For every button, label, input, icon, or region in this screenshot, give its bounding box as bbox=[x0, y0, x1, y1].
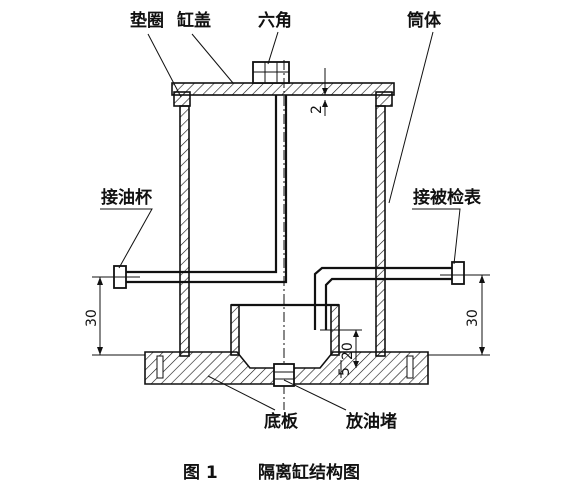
oil-cup-label: 接油杯 bbox=[101, 187, 152, 208]
gap-dimension bbox=[290, 68, 334, 116]
test-meter-label: 接被检表 bbox=[413, 187, 482, 208]
lid bbox=[171, 82, 395, 96]
inner-height-value: 20 bbox=[340, 342, 356, 360]
left-dimension bbox=[92, 276, 145, 356]
gasket-label: 垫圈 bbox=[130, 10, 164, 31]
oil-cup-pipe bbox=[124, 95, 288, 284]
lid-label: 缸盖 bbox=[177, 10, 211, 31]
hex-bolt bbox=[252, 61, 290, 84]
caption-number: 图 1 bbox=[183, 463, 218, 483]
left-height-value: 30 bbox=[84, 309, 100, 327]
gasket bbox=[173, 91, 393, 107]
barrel-label: 筒体 bbox=[407, 10, 442, 31]
drain-plug-label: 放油堵 bbox=[345, 411, 397, 432]
gap-value: 2 bbox=[309, 105, 325, 114]
base-plate-label: 底板 bbox=[264, 411, 299, 432]
right-outlet-fitting bbox=[451, 261, 465, 285]
small-value: 5 bbox=[337, 367, 353, 376]
caption-title: 隔离缸结构图 bbox=[258, 462, 360, 483]
right-dimension bbox=[428, 274, 490, 356]
hex-label: 六角 bbox=[258, 10, 292, 31]
inner-dimension bbox=[320, 329, 362, 368]
barrel bbox=[179, 105, 386, 357]
test-meter-pipe bbox=[313, 266, 455, 330]
right-height-value: 30 bbox=[465, 309, 481, 327]
drain-plug bbox=[273, 363, 295, 387]
leader-lines bbox=[100, 31, 461, 411]
